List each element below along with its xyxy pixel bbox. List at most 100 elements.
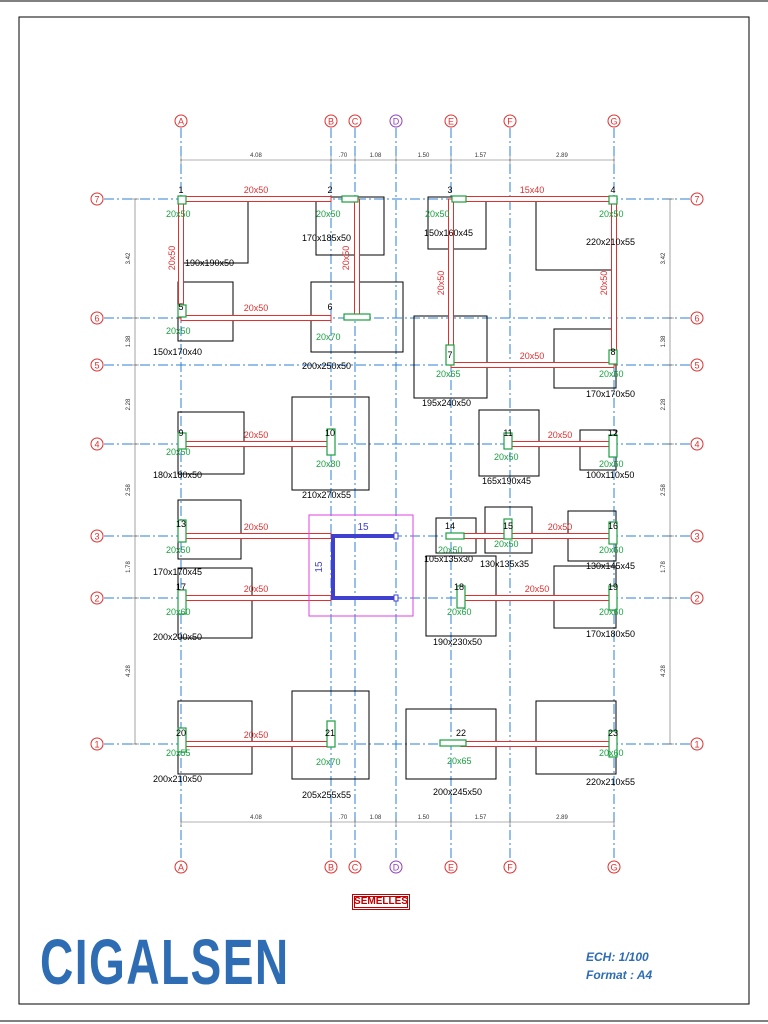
grid-axis-label: F	[507, 863, 513, 873]
grid-axis-label: F	[507, 117, 513, 127]
column-section	[326, 720, 336, 748]
footing-dimensions: 200x250x50	[302, 361, 351, 371]
footing-outline	[291, 690, 370, 780]
footing-dimensions: 200x245x50	[433, 787, 482, 797]
beam-size-label: 20x50	[244, 584, 269, 594]
column-size-label: 20x65	[447, 756, 472, 766]
dimension-value: 2.58	[126, 484, 132, 496]
column-size-label: 20x50	[166, 326, 191, 336]
grid-axis-label: 7	[94, 195, 99, 205]
grid-axis-label: 6	[94, 314, 99, 324]
column-size-label: 20x60	[599, 459, 624, 469]
beam-size-label: 20x50	[436, 271, 446, 296]
footing-number: 20	[176, 728, 186, 738]
dimension-value: 1.38	[126, 335, 132, 347]
footing-number: 14	[445, 521, 455, 531]
column-size-label: 20x50	[494, 452, 519, 462]
footing-outline	[427, 196, 487, 250]
column-section	[326, 428, 336, 456]
column-size-label: 20x70	[316, 332, 341, 342]
grid-axis-bubble	[389, 860, 403, 874]
column-size-label: 20x70	[316, 757, 341, 767]
opening-frame	[308, 514, 414, 617]
footing-outline	[484, 506, 533, 554]
column-section	[177, 589, 187, 615]
footing-number: 15	[503, 521, 513, 531]
column-section	[608, 434, 618, 458]
grid-axis-label: G	[610, 117, 617, 127]
beam-size-label: 20x50	[244, 730, 269, 740]
wall-thickness-label: 15	[357, 522, 369, 533]
footing-number: 21	[325, 728, 335, 738]
grid-axis-label: E	[448, 117, 454, 127]
beam	[354, 198, 360, 319]
beam-size-label: 20x50	[599, 271, 609, 296]
dimension-value: 1.08	[370, 153, 382, 159]
dimension-value: 3.42	[661, 252, 667, 264]
footing-dimensions: 205x255x55	[302, 790, 351, 800]
dimension-value: 2.89	[556, 815, 568, 821]
grid-axis-bubble	[690, 358, 704, 372]
footing-number: 10	[325, 428, 335, 438]
footing-dimensions: 220x210x55	[586, 237, 635, 247]
grid-axis-label: G	[610, 863, 617, 873]
dimension-value: 2.89	[556, 153, 568, 159]
wall-end	[393, 594, 399, 602]
grid-axis-label: D	[393, 117, 400, 127]
footing-number: 22	[456, 728, 466, 738]
beam-size-label: 20x50	[548, 522, 573, 532]
format-label: Format : A4	[586, 968, 653, 982]
scale-label: ECH: 1/100	[586, 950, 649, 964]
footing-outline	[535, 700, 617, 775]
footing-dimensions: 130x135x35	[480, 559, 529, 569]
footing-outline	[535, 196, 617, 271]
beam	[611, 198, 617, 366]
beam	[180, 315, 332, 321]
beam	[180, 441, 332, 447]
footing-number: 8	[610, 347, 615, 357]
grid-axis-label: D	[393, 863, 400, 873]
dimension-value: 4.08	[250, 815, 262, 821]
footing-dimensions: 170x180x50	[586, 629, 635, 639]
column-size-label: 20x50	[494, 539, 519, 549]
grid-axis-bubble	[690, 311, 704, 325]
footing-number: 5	[178, 302, 183, 312]
dimension-value: 1.50	[418, 815, 430, 821]
grid-axis-label: A	[178, 863, 184, 873]
grid-axis-bubble	[444, 114, 458, 128]
column-section	[608, 195, 618, 205]
footing-dimensions: 200x200x50	[153, 632, 202, 642]
column-section	[503, 518, 513, 540]
grid-axis-label: B	[328, 863, 334, 873]
dimension-value: 4.28	[661, 665, 667, 677]
footing-number: 11	[503, 428, 512, 438]
column-size-label: 20x50	[438, 545, 463, 555]
wall-end	[393, 532, 399, 540]
column-size-label: 20x60	[599, 545, 624, 555]
grid-axis-label: 6	[694, 314, 699, 324]
footing-number: 6	[327, 302, 332, 312]
column-section	[343, 313, 371, 321]
dimension-value: 2.58	[661, 484, 667, 496]
beam-size-label: 20x50	[341, 246, 351, 271]
column-size-label: 20x60	[599, 748, 624, 758]
wall-thickness-label: 15	[314, 561, 325, 573]
footing-dimensions: 130x145x45	[586, 561, 635, 571]
grid-axis-label: C	[352, 117, 359, 127]
grid-axis-bubble	[90, 358, 104, 372]
dimension-value: 1.57	[475, 153, 487, 159]
beam-size-label: 20x50	[244, 303, 269, 313]
column-section	[439, 739, 467, 747]
dimension-value: 3.42	[126, 252, 132, 264]
grid-axis-label: 1	[694, 740, 699, 750]
beam	[458, 533, 615, 539]
footing-dimensions: 190x230x50	[433, 637, 482, 647]
grid-axis-bubble	[90, 192, 104, 206]
grid-axis-bubble	[348, 114, 362, 128]
column-size-label: 20x50	[166, 447, 191, 457]
column-section	[503, 432, 513, 450]
grid-axis-label: 4	[94, 440, 99, 450]
footing-dimensions: 195x240x50	[422, 398, 471, 408]
grid-axis-label: 5	[94, 361, 99, 371]
